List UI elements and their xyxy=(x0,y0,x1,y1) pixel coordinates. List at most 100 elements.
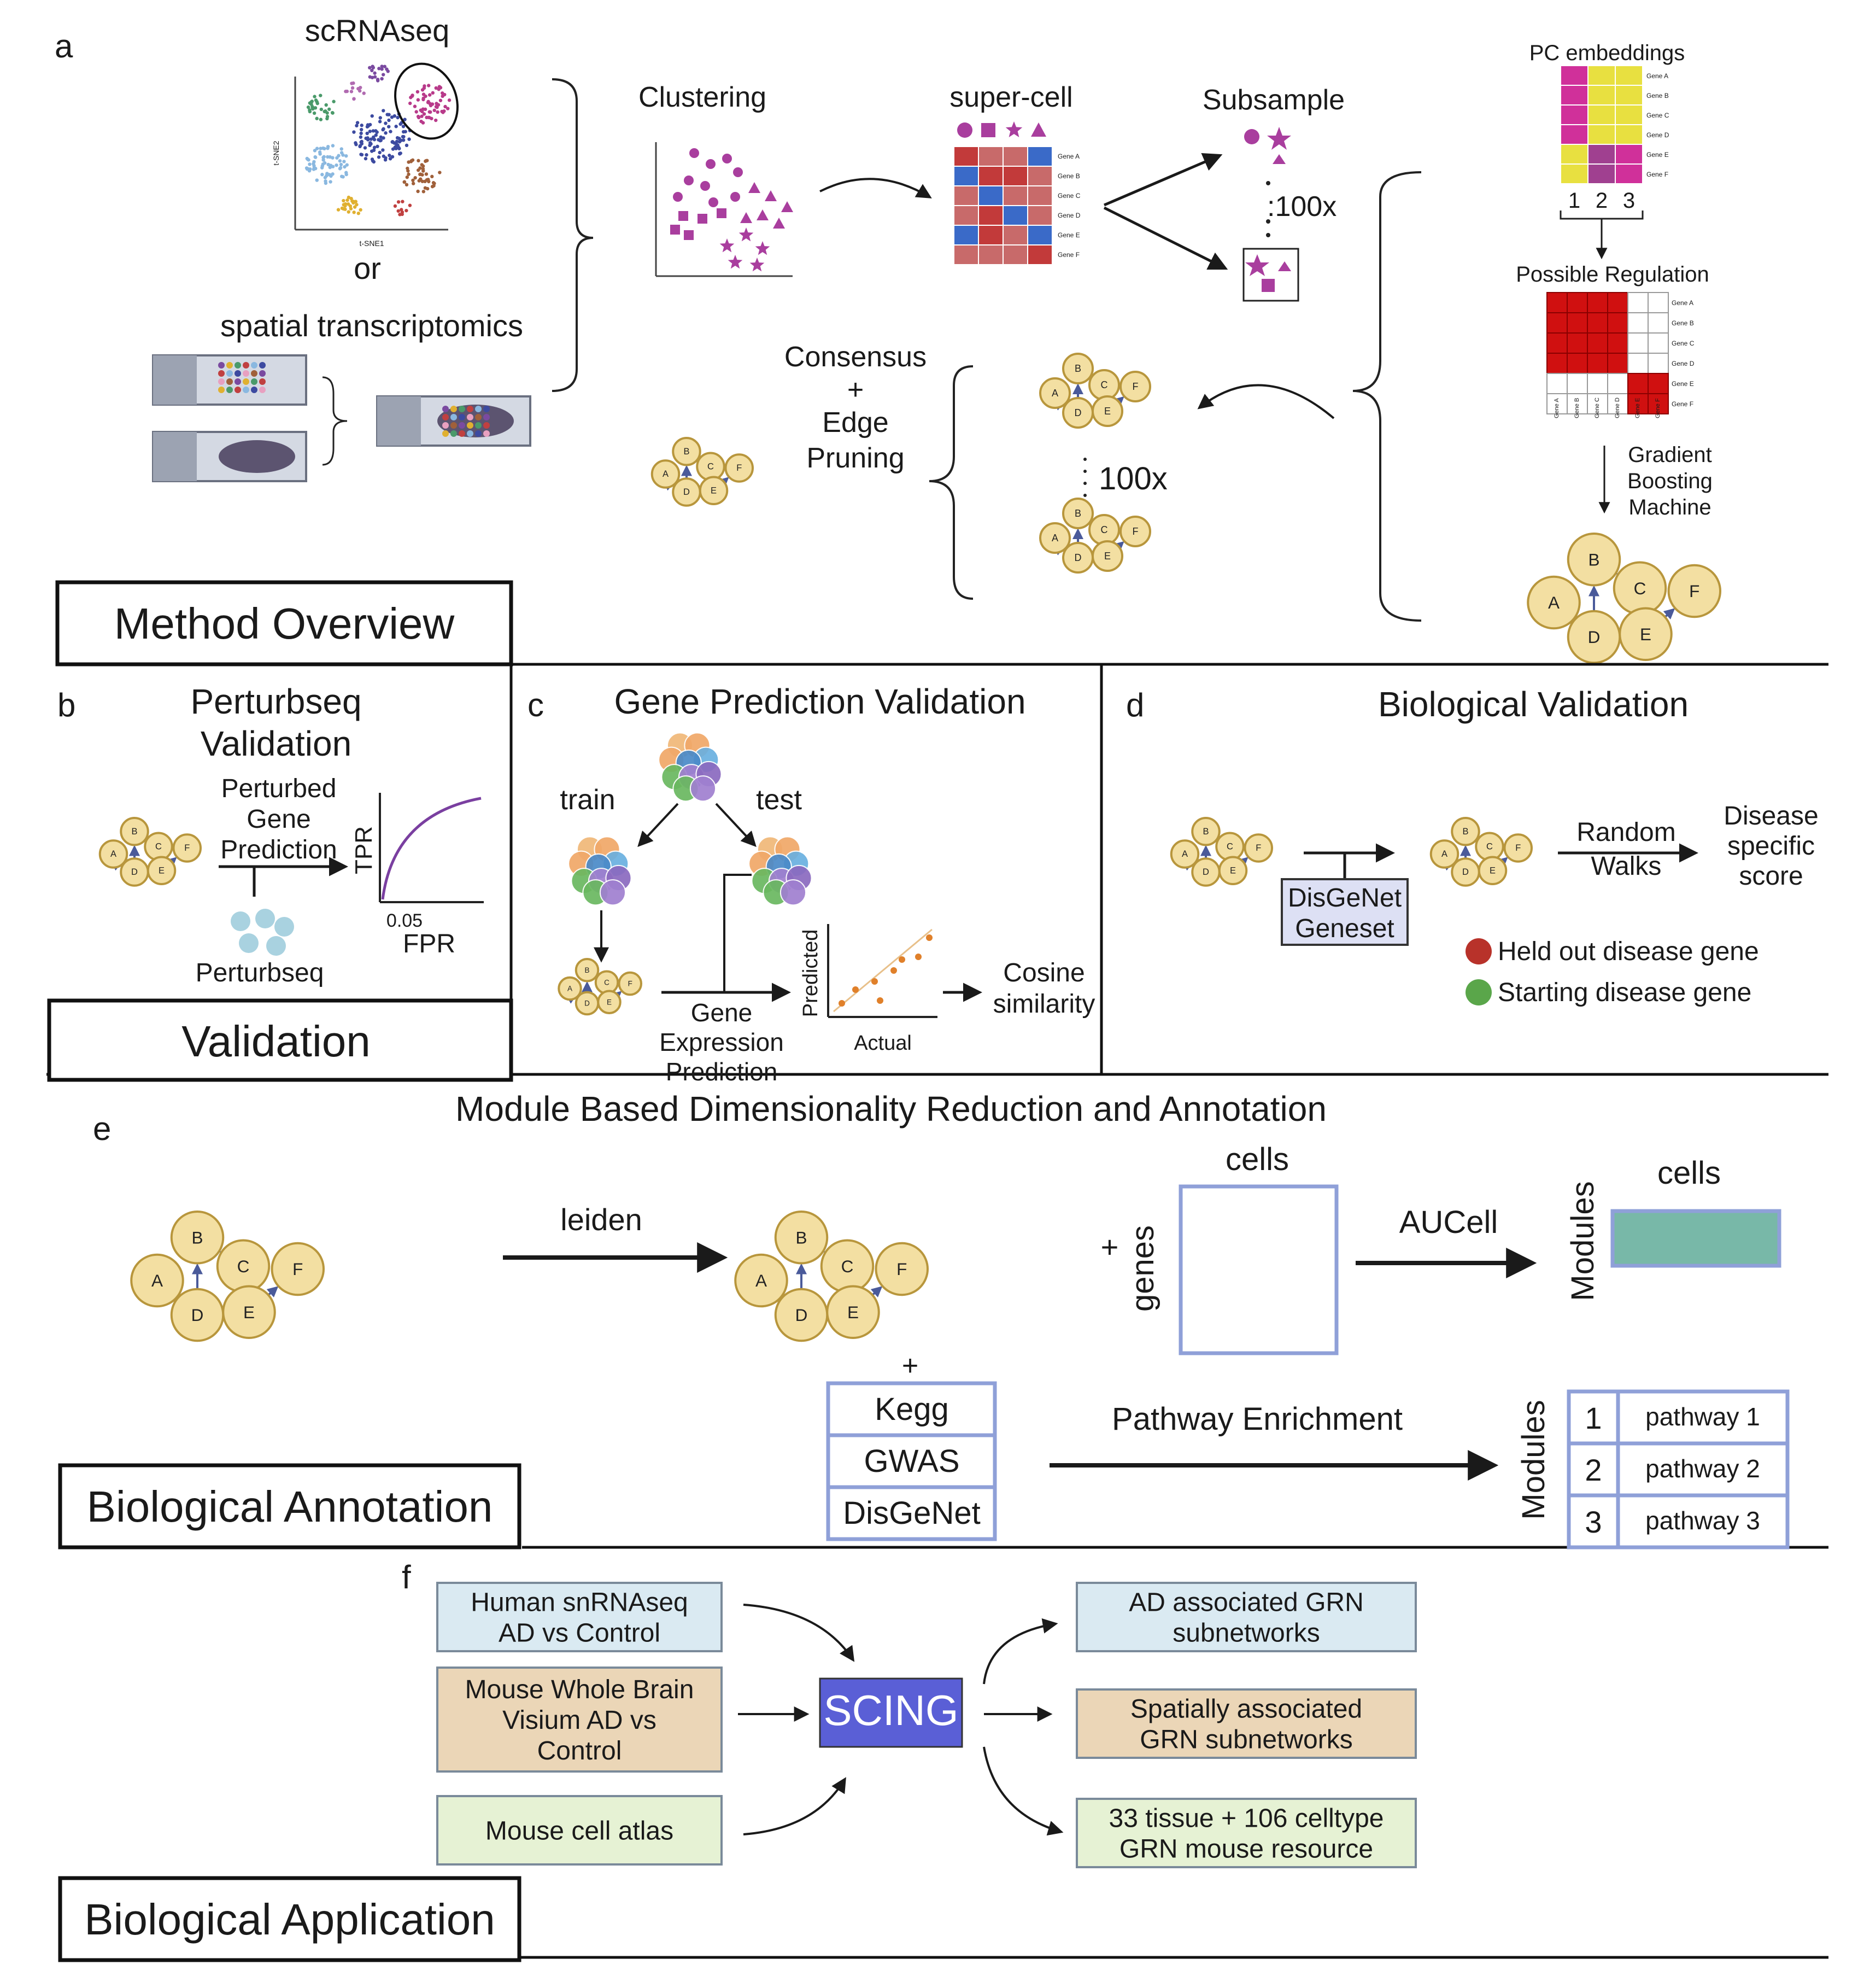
arrow-cluster-to-supercell xyxy=(819,178,932,198)
svg-text:C: C xyxy=(841,1256,854,1276)
tsne-point xyxy=(424,159,427,163)
svg-text:F: F xyxy=(1515,843,1521,853)
svg-text:E: E xyxy=(1490,866,1496,875)
consensus-label: Consensus + Edge Pruning xyxy=(784,341,927,474)
tsne-point xyxy=(405,143,409,148)
tsne-point xyxy=(328,155,332,159)
tsne-point xyxy=(408,203,412,207)
perturbseq-label: Perturbseq xyxy=(196,958,324,987)
gene-label: Gene D xyxy=(1672,360,1695,367)
cluster-point-circle xyxy=(700,181,710,191)
gbm-line-1: Gradient xyxy=(1628,443,1711,467)
tsne-point xyxy=(389,130,392,133)
validation-title: Validation xyxy=(181,1017,370,1066)
geneset-line-1: DisGeNet xyxy=(1288,884,1402,913)
cluster-point-square xyxy=(697,214,707,224)
regulation-cell xyxy=(1627,332,1649,354)
tsne-point xyxy=(345,198,349,202)
application-box-text: Visium AD vs xyxy=(502,1706,656,1735)
application-box-text: GRN subnetworks xyxy=(1140,1726,1352,1755)
tsne-point xyxy=(387,118,391,122)
tsne-point xyxy=(380,77,384,81)
spatial-spot xyxy=(218,387,225,393)
cosine-label-2: similarity xyxy=(993,990,1095,1019)
slide-brace xyxy=(322,376,348,466)
cluster-point-triangle xyxy=(765,190,777,201)
tsne-point xyxy=(407,137,411,141)
tsne-point xyxy=(411,182,415,185)
application-box-text: AD vs Control xyxy=(499,1619,660,1648)
pc-heatmap-cell xyxy=(1615,65,1643,86)
tsne-point xyxy=(374,133,378,137)
pc-heatmap-cell xyxy=(1560,85,1588,106)
gene-node: F xyxy=(271,1242,325,1296)
tsne-point xyxy=(372,148,376,153)
train-label: train xyxy=(560,784,615,816)
svg-text:E: E xyxy=(159,866,165,875)
tsne-point xyxy=(393,204,397,208)
spatial-spot xyxy=(467,406,473,412)
svg-text:C: C xyxy=(1101,524,1108,535)
b-title-2: Validation xyxy=(201,724,351,763)
tsne-point xyxy=(366,123,370,127)
aucell-label: AUCell xyxy=(1399,1205,1498,1240)
spatial-spot xyxy=(442,406,449,412)
cluster-point-circle xyxy=(730,192,740,202)
tsne-x-label: t-SNE1 xyxy=(359,239,384,248)
tsne-point xyxy=(382,136,385,140)
tsne-point xyxy=(335,163,338,167)
ensemble-100x: 100x xyxy=(1099,461,1168,496)
gene-node: B xyxy=(672,437,701,466)
spatial-spot xyxy=(235,378,241,385)
tsne-point xyxy=(377,138,380,142)
panel-letter-f: f xyxy=(402,1559,411,1595)
gene-node: D xyxy=(1191,857,1221,887)
spatial-spot xyxy=(243,378,249,385)
gene-node: B xyxy=(1451,817,1480,846)
gene-node: D xyxy=(1567,610,1621,664)
regulation-cell xyxy=(1546,292,1568,313)
gene-node: E xyxy=(826,1285,880,1339)
gene-label: Gene D xyxy=(1646,131,1669,139)
svg-text:E: E xyxy=(607,998,612,1006)
gene-node: C xyxy=(820,1239,875,1293)
tsne-point xyxy=(369,137,373,141)
tsne-point xyxy=(403,118,407,121)
pathway-name: pathway 3 xyxy=(1645,1506,1760,1535)
gene-node: F xyxy=(172,833,202,863)
tsne-point xyxy=(376,78,380,81)
tsne-point xyxy=(383,65,387,68)
svg-text:E: E xyxy=(711,486,717,495)
tsne-point xyxy=(432,182,436,185)
tsne-point xyxy=(366,138,370,142)
tsne-point xyxy=(398,151,402,155)
tsne-point xyxy=(377,155,381,159)
expression-matrix xyxy=(1179,1184,1339,1355)
heatmap-cell xyxy=(953,146,979,167)
heatmap-cell xyxy=(1003,244,1028,265)
spatial-spot xyxy=(459,406,465,412)
tsne-point xyxy=(446,107,450,110)
tsne-point xyxy=(434,118,438,122)
plus-sign-1: + xyxy=(1101,1230,1119,1264)
spatial-spot xyxy=(235,370,241,377)
tsne-point xyxy=(378,116,382,120)
heatmap-cell xyxy=(1003,185,1028,206)
tsne-point xyxy=(331,144,335,148)
gene-node: D xyxy=(1062,542,1094,574)
cluster-point-circle xyxy=(733,167,743,177)
cluster-point-star xyxy=(755,241,770,255)
perturbseq-cells xyxy=(231,909,294,956)
cell-cluster-all xyxy=(658,732,722,802)
scrnaseq-label: scRNAseq xyxy=(305,13,450,48)
gbm-line-3: Machine xyxy=(1628,495,1711,519)
heatmap-cell xyxy=(1027,244,1053,265)
gene-node: A xyxy=(734,1253,788,1308)
heatmap-cell xyxy=(978,166,1004,186)
input-brace xyxy=(552,78,594,392)
